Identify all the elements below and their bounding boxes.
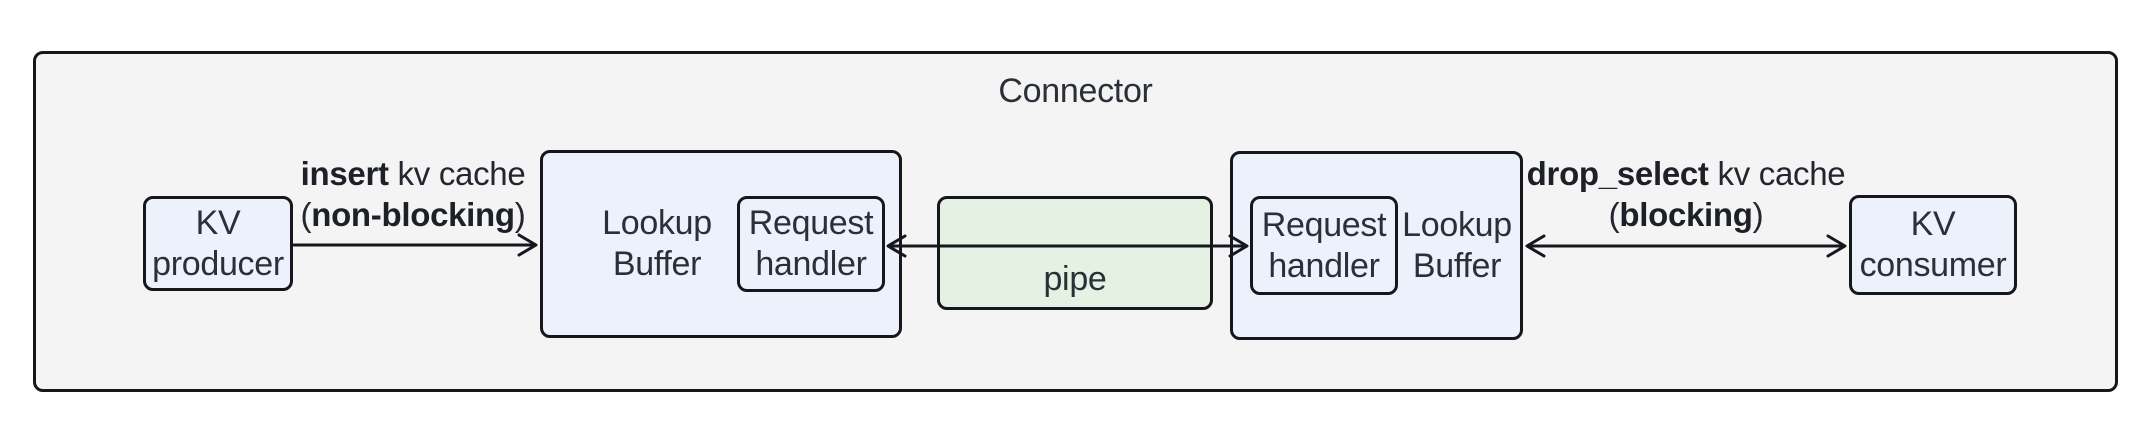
lookup-buffer-left-node: Lookup Buffer Request handler (540, 150, 902, 338)
insert-verb: insert (300, 155, 389, 192)
lookup-buffer-right-label: Lookup Buffer (1402, 205, 1512, 285)
drop-select-edge-line1: drop_select kv cache (1506, 153, 1866, 194)
drop-select-object: kv cache (1708, 155, 1846, 192)
request-handler-left-node: Request handler (737, 196, 885, 292)
insert-edge-line2: (non-blocking) (233, 194, 593, 235)
drop-select-mode: blocking (1619, 196, 1753, 233)
insert-paren-open: ( (300, 196, 312, 233)
request-handler-left-label: Request handler (748, 204, 874, 283)
request-handler-right-label: Request handler (1261, 205, 1387, 285)
connector-title: Connector (998, 72, 1153, 110)
request-handler-right-node: Request handler (1250, 196, 1398, 295)
kv-producer-label: KV producer (152, 203, 284, 283)
insert-edge-line1: insert kv cache (233, 153, 593, 194)
lookup-buffer-right-node: Request handler Lookup Buffer (1230, 151, 1523, 340)
drop-select-edge-line2: (blocking) (1506, 194, 1866, 235)
kv-consumer-label: KV consumer (1859, 205, 2007, 284)
pipe-label: pipe (1043, 260, 1107, 298)
drop-select-verb: drop_select (1526, 155, 1709, 192)
insert-paren-close: ) (514, 196, 526, 233)
kv-consumer-node: KV consumer (1849, 195, 2017, 295)
kv-producer-node: KV producer (143, 196, 293, 291)
lookup-buffer-left-label: Lookup Buffer (602, 204, 712, 283)
drop-select-edge-label: drop_select kv cache (blocking) (1506, 153, 1866, 235)
insert-edge-label: insert kv cache (non-blocking) (233, 153, 593, 235)
drop-select-paren-close: ) (1752, 196, 1764, 233)
insert-mode: non-blocking (311, 196, 515, 233)
drop-select-paren-open: ( (1608, 196, 1620, 233)
insert-object: kv cache (388, 155, 526, 192)
pipe-node: pipe (937, 196, 1213, 310)
